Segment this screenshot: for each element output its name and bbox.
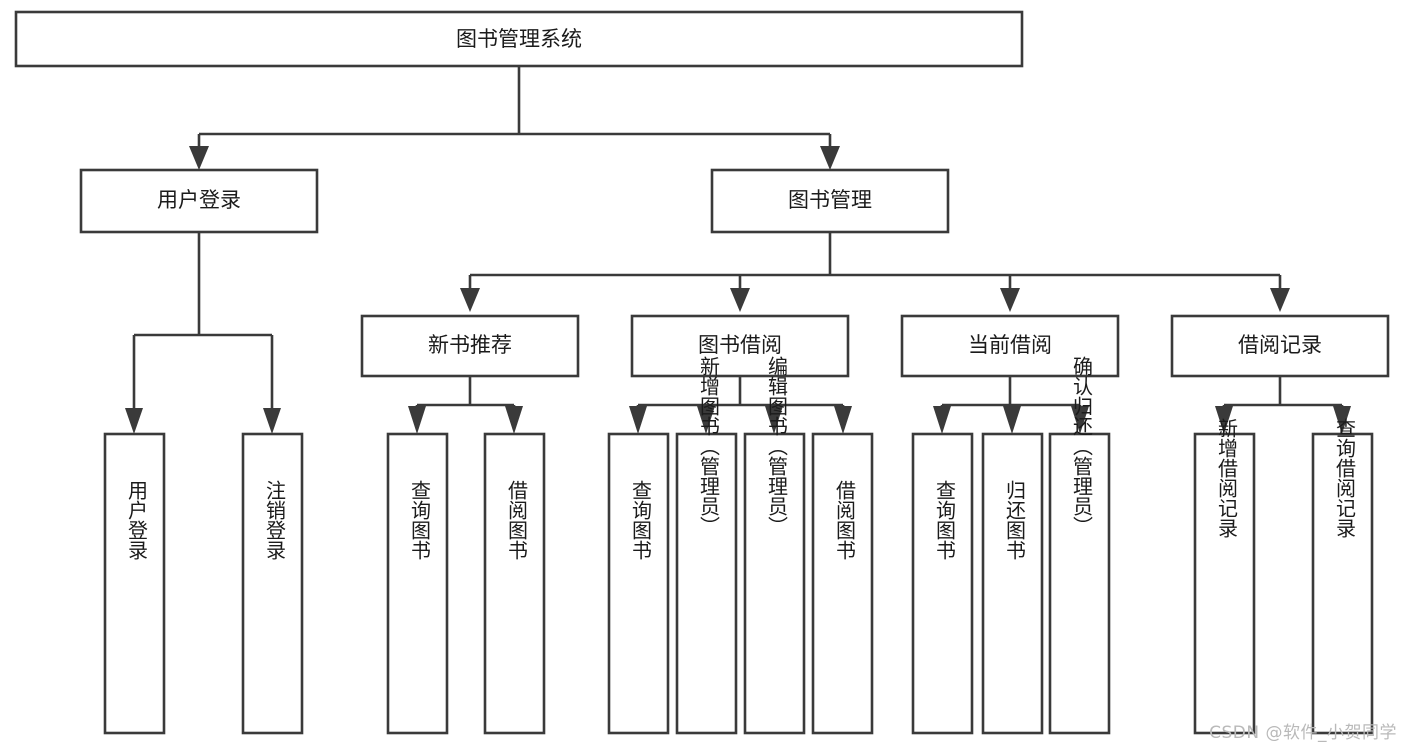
arrow-bookborrow-to-query-book (629, 406, 647, 434)
node-book-borrow[interactable]: 图书借阅 (630, 314, 850, 378)
node-book-borrow-label: 图书借阅 (698, 333, 782, 357)
arrow-userlogin-to-leaf-user-login (125, 408, 143, 434)
node-leaf-return-book-label: 归还图书 (1003, 480, 1027, 560)
node-leaf-add-book-label: 新增图书（管理员） (697, 356, 721, 536)
node-leaf-query-book-3[interactable]: 查询图书 (911, 432, 974, 735)
arrow-bookborrow-to-add-book (697, 406, 715, 434)
node-leaf-borrow-book-1-label: 借阅图书 (505, 480, 529, 560)
node-book-manage[interactable]: 图书管理 (710, 168, 950, 234)
node-leaf-confirm-return-box[interactable] (1048, 432, 1111, 735)
arrow-currentborrow-to-return-book (1003, 406, 1021, 434)
node-leaf-query-book-3-box[interactable] (911, 432, 974, 735)
node-leaf-edit-book-label: 编辑图书（管理员） (765, 356, 789, 536)
node-leaf-query-book-1-label: 查询图书 (408, 480, 432, 560)
node-user-login-box[interactable] (79, 168, 319, 234)
node-leaf-add-book[interactable]: 新增图书（管理员） (675, 356, 738, 735)
node-leaf-confirm-return[interactable]: 确认归还（管理员） (1048, 356, 1111, 735)
node-leaf-return-book-box[interactable] (981, 432, 1044, 735)
node-book-manage-label: 图书管理 (788, 188, 872, 212)
arrow-bookmanage-to-book-borrow (730, 288, 750, 312)
node-new-book-rec-label: 新书推荐 (428, 333, 512, 357)
arrow-newbookrec-to-borrow-book (505, 406, 523, 434)
node-leaf-query-record-label: 查询借阅记录 (1333, 418, 1357, 538)
node-borrow-record-label: 借阅记录 (1238, 333, 1322, 357)
node-current-borrow-label: 当前借阅 (968, 333, 1052, 357)
node-leaf-query-book-2-label: 查询图书 (629, 480, 653, 560)
node-leaf-logout-label: 注销登录 (263, 480, 287, 560)
node-root[interactable]: 图书管理系统 (14, 10, 1024, 68)
arrow-currentborrow-to-query-book (933, 406, 951, 434)
arrow-bookborrow-to-edit-book (765, 406, 783, 434)
arrow-borrowrecord-to-query-record (1333, 406, 1351, 434)
arrow-userlogin-to-leaf-logout (263, 408, 281, 434)
node-book-borrow-box[interactable] (630, 314, 850, 378)
node-leaf-query-book-3-label: 查询图书 (933, 480, 957, 560)
node-leaf-add-book-box[interactable] (675, 432, 738, 735)
node-current-borrow[interactable]: 当前借阅 (900, 314, 1120, 378)
node-leaf-logout[interactable]: 注销登录 (241, 432, 304, 735)
node-leaf-user-login-label: 用户登录 (125, 480, 149, 560)
node-leaf-borrow-book-1[interactable]: 借阅图书 (483, 432, 546, 735)
node-leaf-query-book-1-box[interactable] (386, 432, 449, 735)
node-leaf-query-book-2[interactable]: 查询图书 (607, 432, 670, 735)
node-root-label: 图书管理系统 (456, 27, 582, 51)
node-borrow-record[interactable]: 借阅记录 (1170, 314, 1390, 378)
node-leaf-query-book-2-box[interactable] (607, 432, 670, 735)
node-leaf-add-record-box[interactable] (1193, 432, 1256, 735)
node-leaf-borrow-book-1-box[interactable] (483, 432, 546, 735)
node-root-box[interactable] (14, 10, 1024, 68)
node-leaf-return-book[interactable]: 归还图书 (981, 432, 1044, 735)
arrow-currentborrow-to-confirm-return (1071, 406, 1089, 434)
node-leaf-edit-book[interactable]: 编辑图书（管理员） (743, 356, 806, 735)
node-leaf-edit-book-box[interactable] (743, 432, 806, 735)
node-leaf-query-record[interactable]: 查询借阅记录 (1311, 418, 1374, 735)
node-book-manage-box[interactable] (710, 168, 950, 234)
node-new-book-rec-box[interactable] (360, 314, 580, 378)
arrow-bookmanage-to-current-borrow (1000, 288, 1020, 312)
node-leaf-add-record-label: 新增借阅记录 (1215, 418, 1239, 538)
node-leaf-user-login-box[interactable] (103, 432, 166, 735)
node-leaf-logout-box[interactable] (241, 432, 304, 735)
arrow-root-to-book-manage (820, 146, 840, 170)
node-user-login-label: 用户登录 (157, 188, 241, 212)
arrow-bookmanage-to-borrow-record (1270, 288, 1290, 312)
node-current-borrow-box[interactable] (900, 314, 1120, 378)
node-leaf-borrow-book-2[interactable]: 借阅图书 (811, 432, 874, 735)
edges-layer (125, 66, 1351, 434)
arrow-borrowrecord-to-add-record (1215, 406, 1233, 434)
arrow-root-to-user-login (189, 146, 209, 170)
node-borrow-record-box[interactable] (1170, 314, 1390, 378)
node-leaf-query-record-box[interactable] (1311, 432, 1374, 735)
arrow-newbookrec-to-query-book (408, 406, 426, 434)
node-new-book-rec[interactable]: 新书推荐 (360, 314, 580, 378)
node-leaf-user-login[interactable]: 用户登录 (103, 432, 166, 735)
node-user-login[interactable]: 用户登录 (79, 168, 319, 234)
node-leaf-borrow-book-2-label: 借阅图书 (833, 480, 857, 560)
node-leaf-borrow-book-2-box[interactable] (811, 432, 874, 735)
node-leaf-add-record[interactable]: 新增借阅记录 (1193, 418, 1256, 735)
arrow-bookmanage-to-new-book-rec (460, 288, 480, 312)
arrow-bookborrow-to-borrow-book (834, 406, 852, 434)
node-leaf-confirm-return-label: 确认归还（管理员） (1070, 356, 1094, 536)
node-leaf-query-book-1[interactable]: 查询图书 (386, 432, 449, 735)
